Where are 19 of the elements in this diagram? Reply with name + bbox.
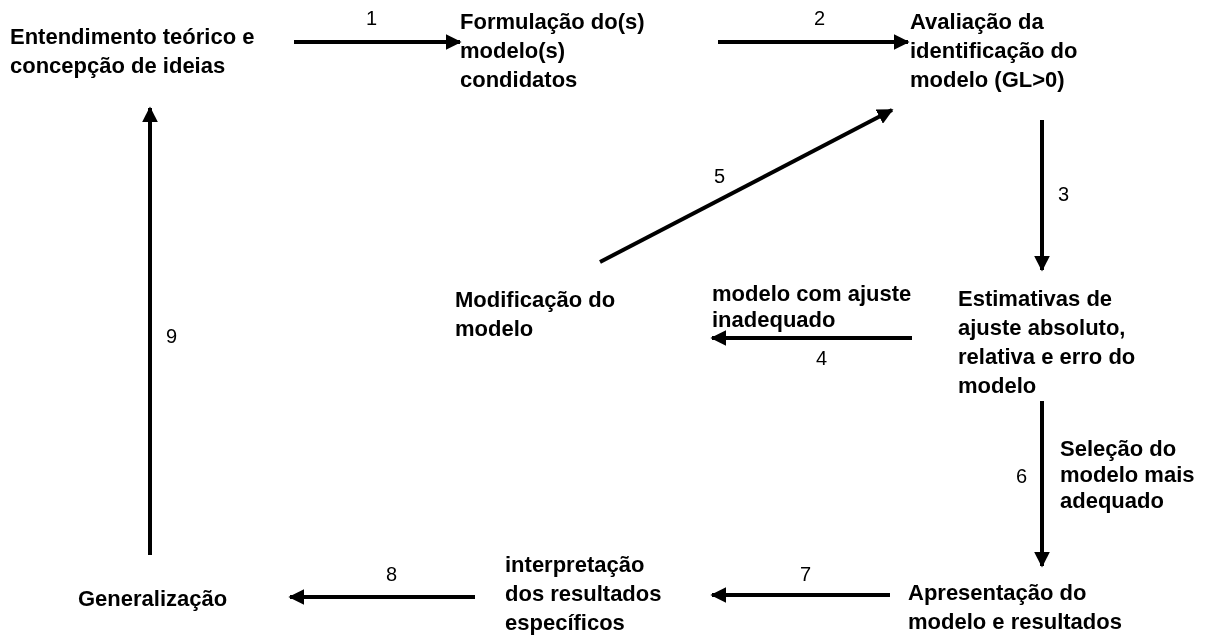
step-text: Estimativas de ajuste absoluto, relativa e erro do modelo <box>958 285 1137 400</box>
arrow <box>599 108 894 264</box>
annotation-text: modelo com ajuste inadequado <box>712 281 913 333</box>
step-text: Formulação do(s) modelo(s) condidatos <box>460 7 646 94</box>
step-text: Avaliação da identificação do modelo (GL>0) <box>910 7 1079 94</box>
step-text: Entendimento teórico e concepção de ideias <box>10 23 256 80</box>
step-text: Modificação do modelo <box>455 286 617 343</box>
arrow <box>1034 401 1050 568</box>
arrow <box>710 587 890 603</box>
step-text: interpretação dos resultados específicos <box>505 550 663 637</box>
step-text: Apresentação do modelo e resultados <box>908 579 1123 636</box>
arrow <box>288 589 475 605</box>
arrow <box>294 34 462 50</box>
annotation-text: Seleção do modelo mais adequado <box>1060 436 1196 514</box>
step-text: Generalização <box>78 584 228 613</box>
arrow <box>710 330 912 346</box>
arrow <box>1034 120 1050 272</box>
arrow <box>142 106 158 555</box>
arrow <box>718 34 910 50</box>
